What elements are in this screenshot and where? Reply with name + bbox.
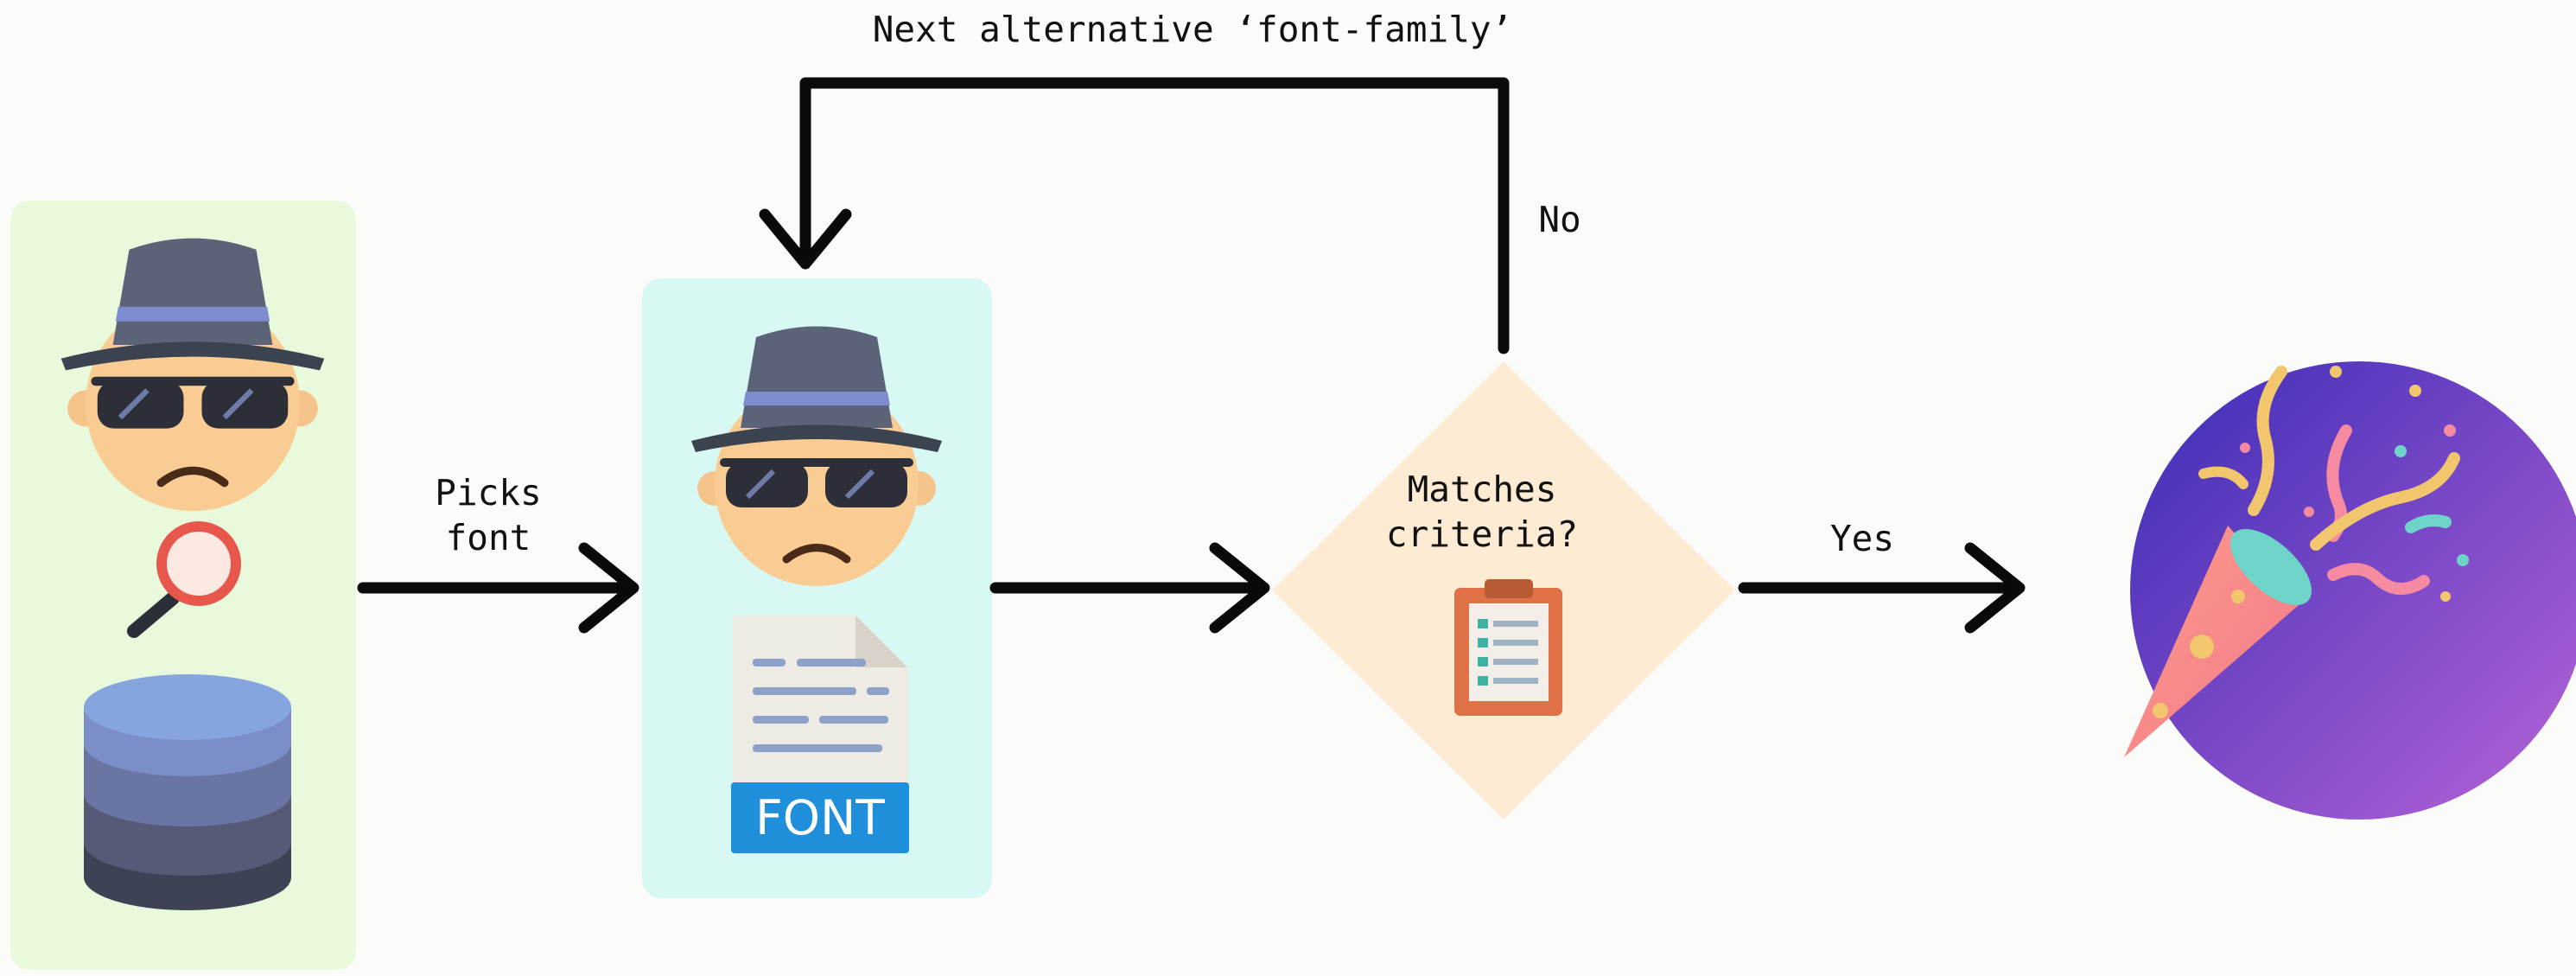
font-file-tag: FONT xyxy=(755,790,885,845)
yes-arrow xyxy=(1738,542,2026,634)
database-icon xyxy=(84,674,291,910)
next-alternative-label: Next alternative ‘font-family’ xyxy=(872,9,1513,50)
picks-arrow xyxy=(357,542,639,634)
no-label: No xyxy=(1538,199,1581,240)
loop-connector xyxy=(759,77,1510,354)
detective-icon xyxy=(60,238,325,512)
picks-font-label: Picks font xyxy=(435,472,542,558)
party-popper-icon xyxy=(2124,366,2469,757)
font-file-icon: FONT xyxy=(731,616,909,853)
yes-label: Yes xyxy=(1829,518,1895,559)
matches-criteria-label: Matches criteria? xyxy=(1385,469,1579,555)
detective-icon xyxy=(691,326,942,586)
check-arrow xyxy=(989,542,1270,634)
magnifier-icon xyxy=(127,521,241,638)
success-badge xyxy=(2130,361,2576,820)
clipboard-icon xyxy=(1454,579,1562,716)
